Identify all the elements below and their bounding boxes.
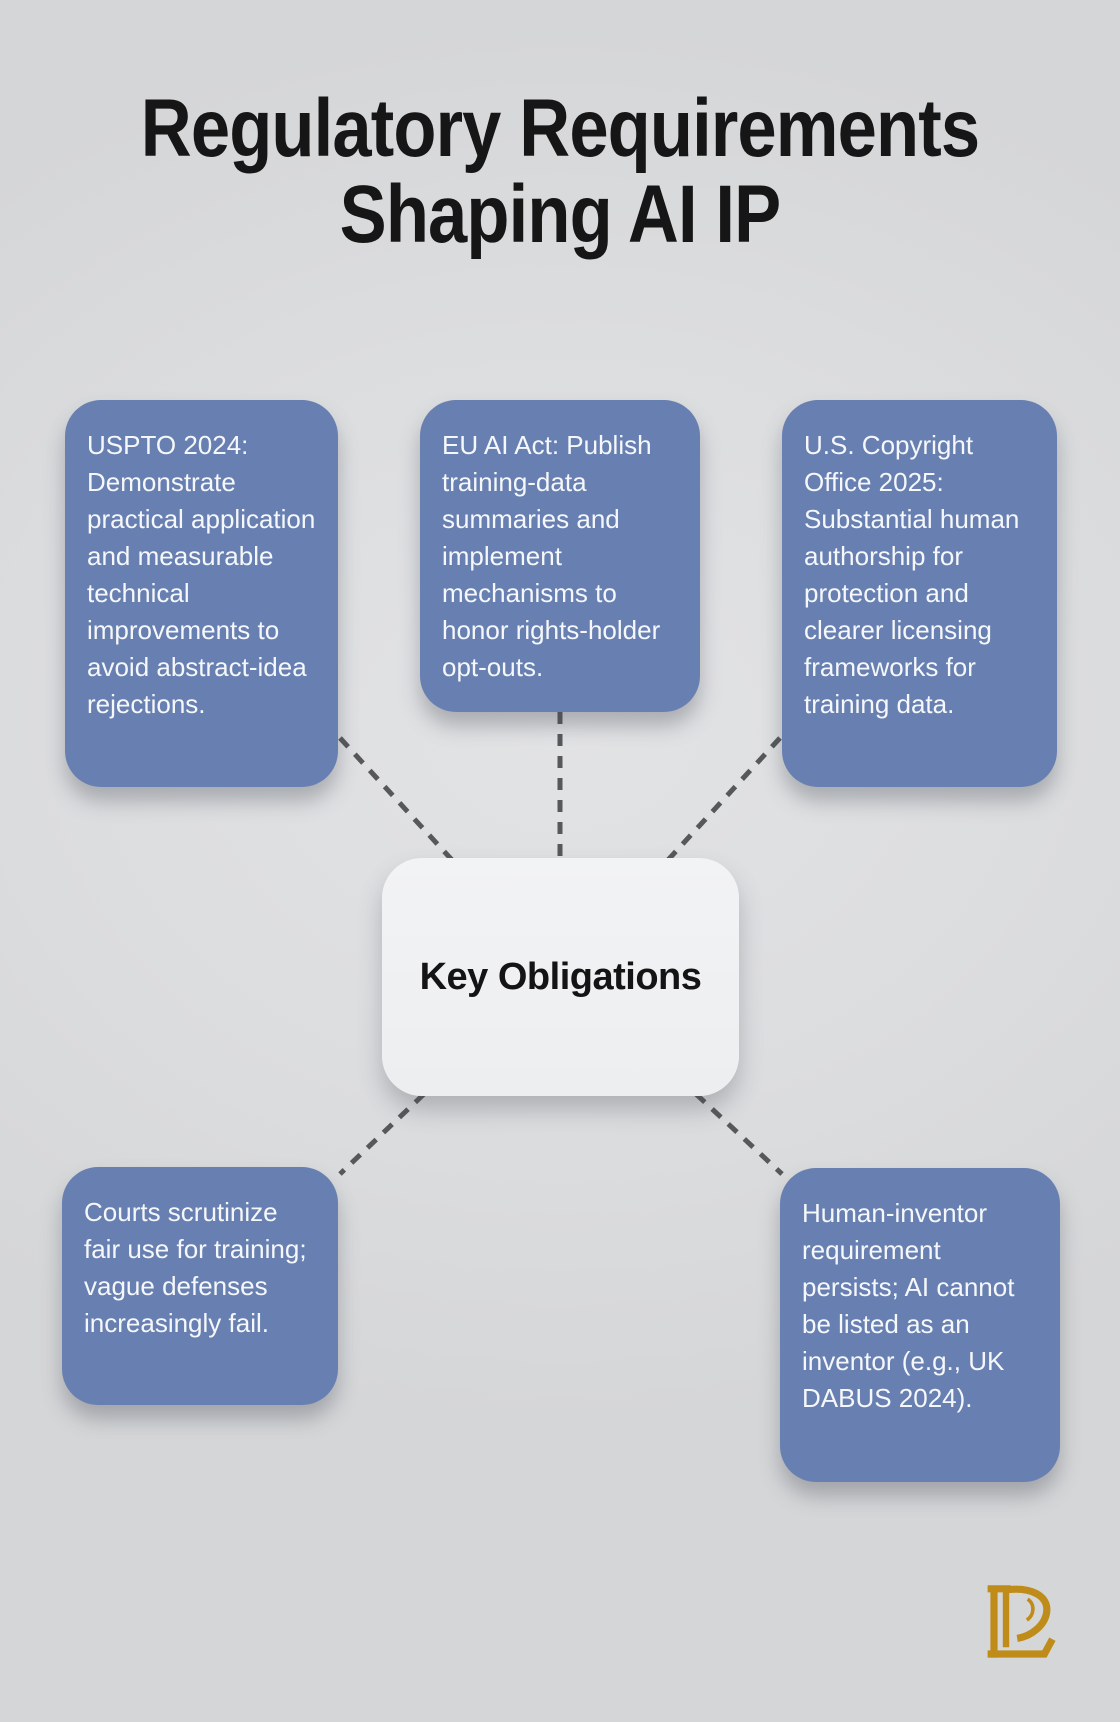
lp-logo: [982, 1580, 1058, 1664]
connector-bottom-left: [338, 1092, 426, 1176]
page-title: Regulatory Requirements Shaping AI IP: [78, 86, 1041, 258]
node-courts-fair-use: Courts scrutinize fair use for training;…: [62, 1167, 338, 1405]
center-node: Key Obligations: [382, 858, 739, 1096]
node-eu-ai-act: EU AI Act: Publish training-data summari…: [420, 400, 700, 712]
node-us-copyright-2025-text: U.S. Copyright Office 2025: Substantial …: [804, 430, 1020, 719]
center-node-label: Key Obligations: [419, 955, 702, 998]
page-title-line-2: Shaping AI IP: [339, 169, 782, 260]
node-uspto-2024: USPTO 2024: Demonstrate practical applic…: [65, 400, 338, 787]
connector-top-right: [666, 736, 782, 862]
node-us-copyright-2025: U.S. Copyright Office 2025: Substantial …: [782, 400, 1057, 787]
lp-monogram-icon: [987, 1585, 1056, 1658]
node-courts-fair-use-text: Courts scrutinize fair use for training;…: [84, 1197, 307, 1338]
connector-top-left: [338, 736, 454, 862]
page-title-line-1: Regulatory Requirements: [140, 83, 980, 174]
connector-bottom-right: [694, 1092, 784, 1176]
node-human-inventor-text: Human-inventor requirement persists; AI …: [802, 1198, 1015, 1413]
node-uspto-2024-text: USPTO 2024: Demonstrate practical applic…: [87, 430, 316, 719]
node-eu-ai-act-text: EU AI Act: Publish training-data summari…: [442, 430, 661, 682]
node-human-inventor: Human-inventor requirement persists; AI …: [780, 1168, 1060, 1482]
